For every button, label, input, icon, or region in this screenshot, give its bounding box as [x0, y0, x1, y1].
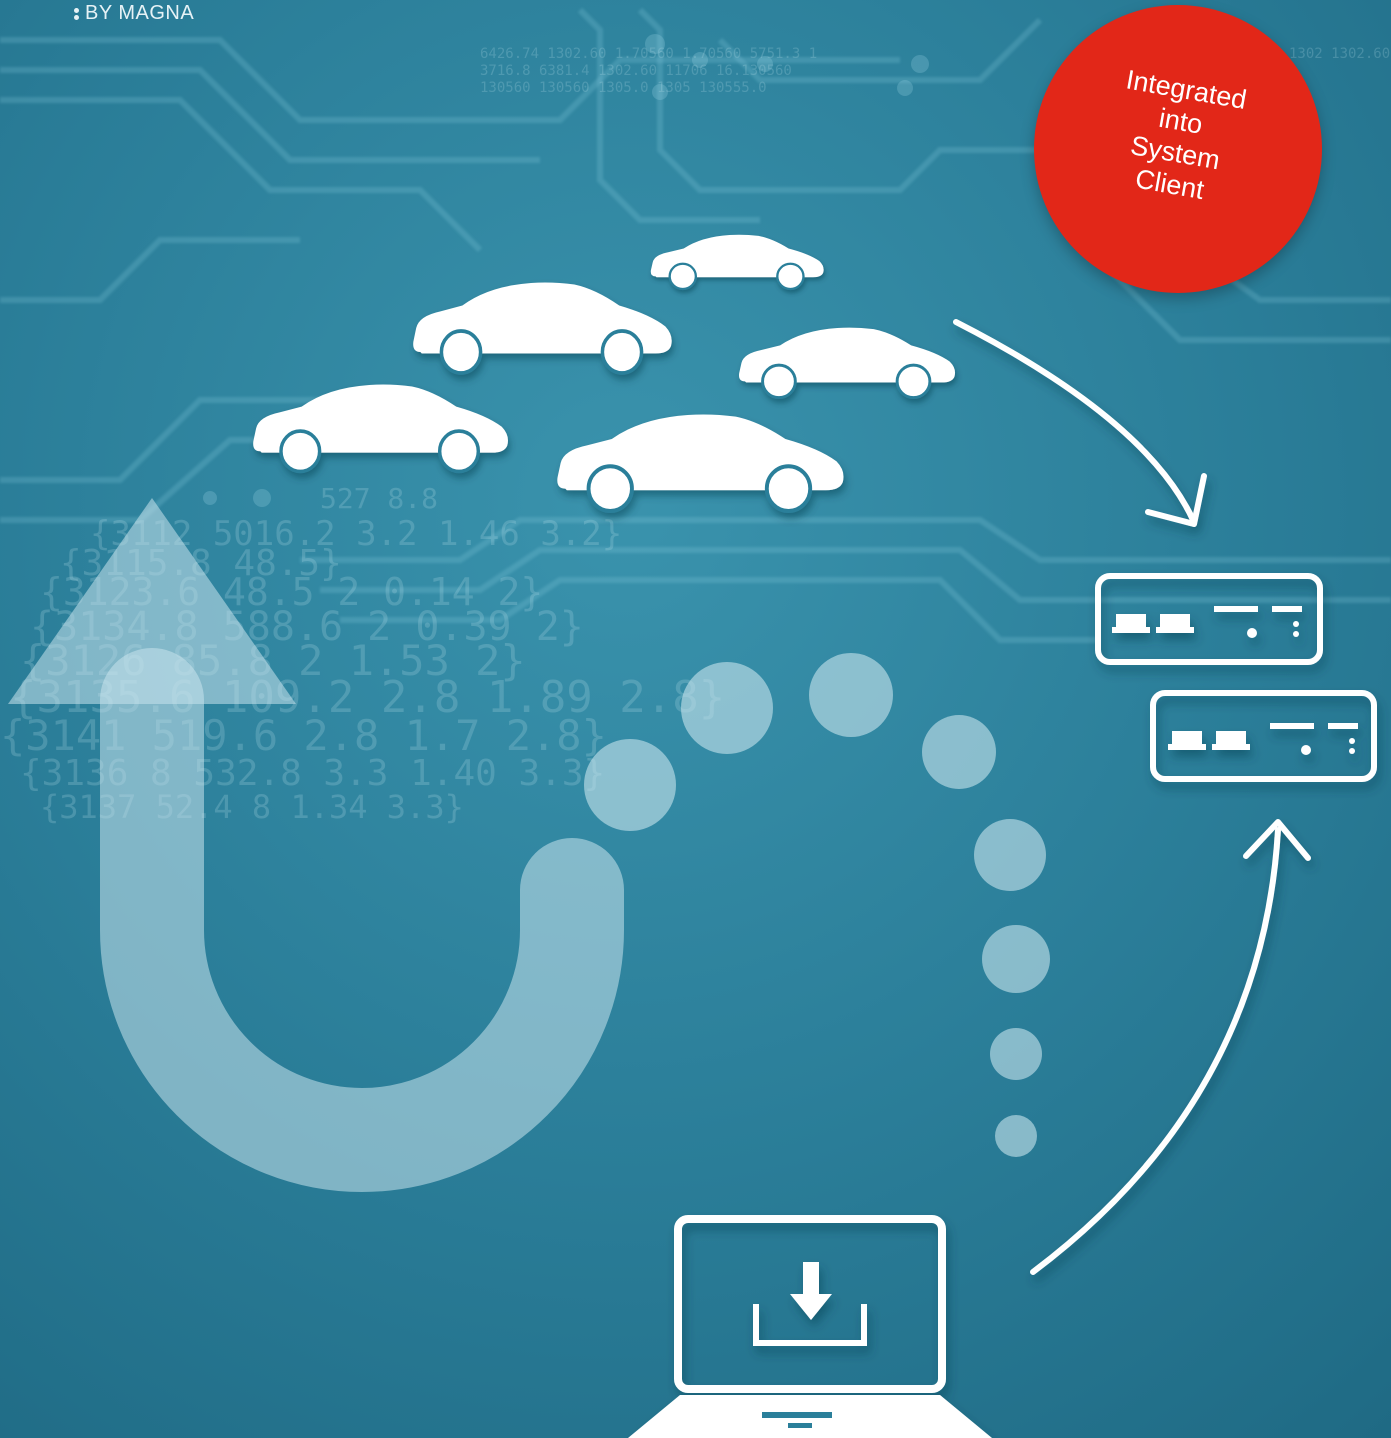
return-arrow-icon: [8, 498, 624, 1192]
svg-text:3716.8 6381.4 1302.60 11706 16: 3716.8 6381.4 1302.60 11706 16.130560: [480, 63, 792, 79]
svg-text:527 8.8: 527 8.8: [320, 482, 438, 515]
brand-dots-icon: [74, 6, 80, 22]
badge-text: Integrated into System Client: [1025, 49, 1331, 225]
arrow-to-ecu: [953, 319, 1207, 527]
svg-text:6426.74 1302.60 1.70560 1.7056: 6426.74 1302.60 1.70560 1.70560 5751.3 1: [480, 46, 817, 62]
progress-dots: [584, 653, 1050, 1157]
circuit-vias: [203, 34, 929, 507]
integrated-badge: Integrated into System Client: [1034, 5, 1322, 293]
ecu-module-icon: [1150, 690, 1377, 782]
svg-text:130560 130560 1305.0 1305 1305: 130560 130560 1305.0 1305 130555.0: [480, 80, 767, 96]
laptop-download-icon: [628, 1215, 992, 1438]
arrow-from-laptop: [1030, 819, 1311, 1275]
brand-label: BY MAGNA: [74, 2, 194, 25]
brand-text: BY MAGNA: [85, 2, 195, 24]
ecu-module-icon: [1095, 573, 1323, 665]
circuit-traces: [0, 7, 1391, 643]
download-icon: [753, 1262, 867, 1346]
